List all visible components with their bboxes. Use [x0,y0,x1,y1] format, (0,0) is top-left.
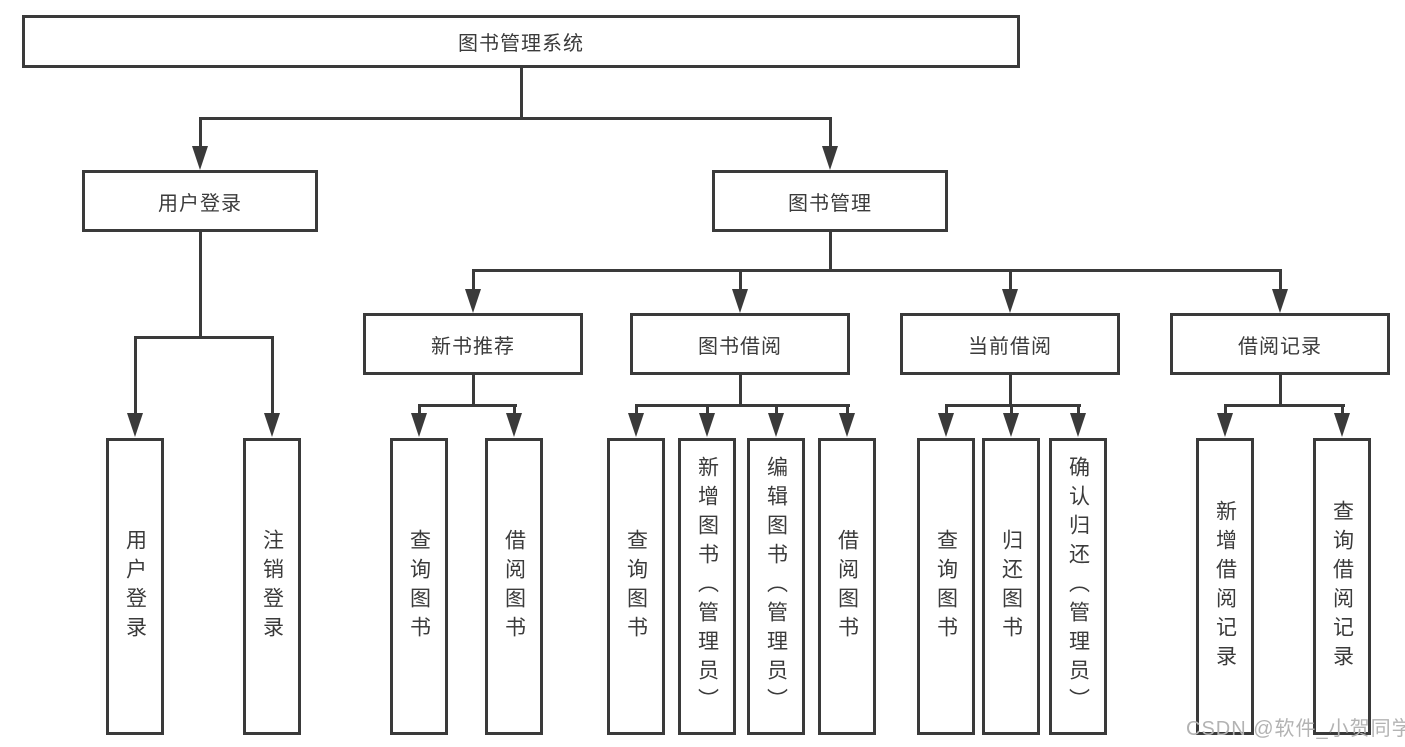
arrowhead-down-icon [1002,289,1018,313]
line [1077,405,1080,416]
line [706,405,709,416]
node-label: 新书推荐 [431,335,515,358]
leaf-label: 确认归还（管理员） [1066,456,1090,717]
arrowhead-down-icon [822,146,838,170]
leaf-label: 借阅图书 [502,528,526,645]
leaf-confirm-return-admin: 确认归还（管理员） [1049,438,1107,735]
arrowhead-down-icon [465,289,481,313]
line [513,405,516,416]
node-label: 图书管理系统 [458,33,584,55]
leaf-edit-books-admin: 编辑图书（管理员） [747,438,805,735]
arrowhead-down-icon [699,413,715,437]
node-book-borrowing: 图书借阅 [630,313,850,375]
leaf-label: 编辑图书（管理员） [764,456,788,717]
arrowhead-down-icon [938,413,954,437]
arrowhead-down-icon [411,413,427,437]
line [846,405,849,416]
line [945,405,948,416]
line [472,269,1282,272]
arrowhead-down-icon [506,413,522,437]
arrowhead-down-icon [768,413,784,437]
leaf-label: 查询借阅记录 [1330,499,1354,674]
arrowhead-down-icon [839,413,855,437]
leaf-query-books-borrowing: 查询图书 [607,438,665,735]
leaf-user-login: 用户登录 [106,438,164,735]
arrowhead-down-icon [1217,413,1233,437]
node-label: 当前借阅 [968,335,1052,358]
leaf-add-books-admin: 新增图书（管理员） [678,438,736,735]
line [520,68,523,118]
line [1224,404,1345,407]
node-label: 借阅记录 [1238,335,1322,358]
line [635,405,638,416]
line [945,404,1081,407]
line [472,270,475,292]
arrowhead-down-icon [1334,413,1350,437]
line [418,405,421,416]
leaf-query-books-recommend: 查询图书 [390,438,448,735]
leaf-label: 新增借阅记录 [1213,499,1237,674]
arrowhead-down-icon [264,413,280,437]
node-current-borrowing: 当前借阅 [900,313,1120,375]
node-user-login: 用户登录 [82,170,318,232]
arrowhead-down-icon [1003,413,1019,437]
leaf-logout: 注销登录 [243,438,301,735]
arrowhead-down-icon [628,413,644,437]
line [739,270,742,292]
line [1279,375,1282,406]
arrowhead-down-icon [732,289,748,313]
node-label: 图书借阅 [698,335,782,358]
line [829,118,832,150]
leaf-label: 查询图书 [407,528,431,645]
line [134,337,137,416]
node-library-management-system: 图书管理系统 [22,15,1020,68]
line [1279,270,1282,292]
leaf-query-books-current: 查询图书 [917,438,975,735]
leaf-label: 查询图书 [934,528,958,645]
leaf-label: 注销登录 [260,528,284,645]
line [739,375,742,406]
line [472,375,475,406]
line [199,232,202,338]
leaf-query-borrow-record: 查询借阅记录 [1313,438,1371,735]
node-label: 用户登录 [158,192,242,215]
node-borrowing-records: 借阅记录 [1170,313,1390,375]
leaf-borrow-books-borrowing: 借阅图书 [818,438,876,735]
line [1341,405,1344,416]
node-new-book-recommendation: 新书推荐 [363,313,583,375]
leaf-return-books: 归还图书 [982,438,1040,735]
leaf-label: 用户登录 [123,528,147,645]
line [1009,375,1012,406]
line [775,405,778,416]
line [1009,270,1012,292]
leaf-label: 新增图书（管理员） [695,456,719,717]
line [1010,405,1013,416]
leaf-label: 归还图书 [999,528,1023,645]
csdn-watermark: CSDN @软件_小贺同学 [1186,718,1405,740]
leaf-label: 借阅图书 [835,528,859,645]
node-book-management: 图书管理 [712,170,948,232]
arrowhead-down-icon [1272,289,1288,313]
line [635,404,850,407]
leaf-label: 查询图书 [624,528,648,645]
node-label: 图书管理 [788,192,872,215]
arrowhead-down-icon [1070,413,1086,437]
line [1224,405,1227,416]
arrowhead-down-icon [127,413,143,437]
leaf-add-borrow-record: 新增借阅记录 [1196,438,1254,735]
line [199,118,202,150]
line [134,336,274,339]
line [829,232,832,271]
leaf-borrow-books-recommend: 借阅图书 [485,438,543,735]
arrowhead-down-icon [192,146,208,170]
line [199,117,832,120]
line [418,404,517,407]
line [271,337,274,416]
